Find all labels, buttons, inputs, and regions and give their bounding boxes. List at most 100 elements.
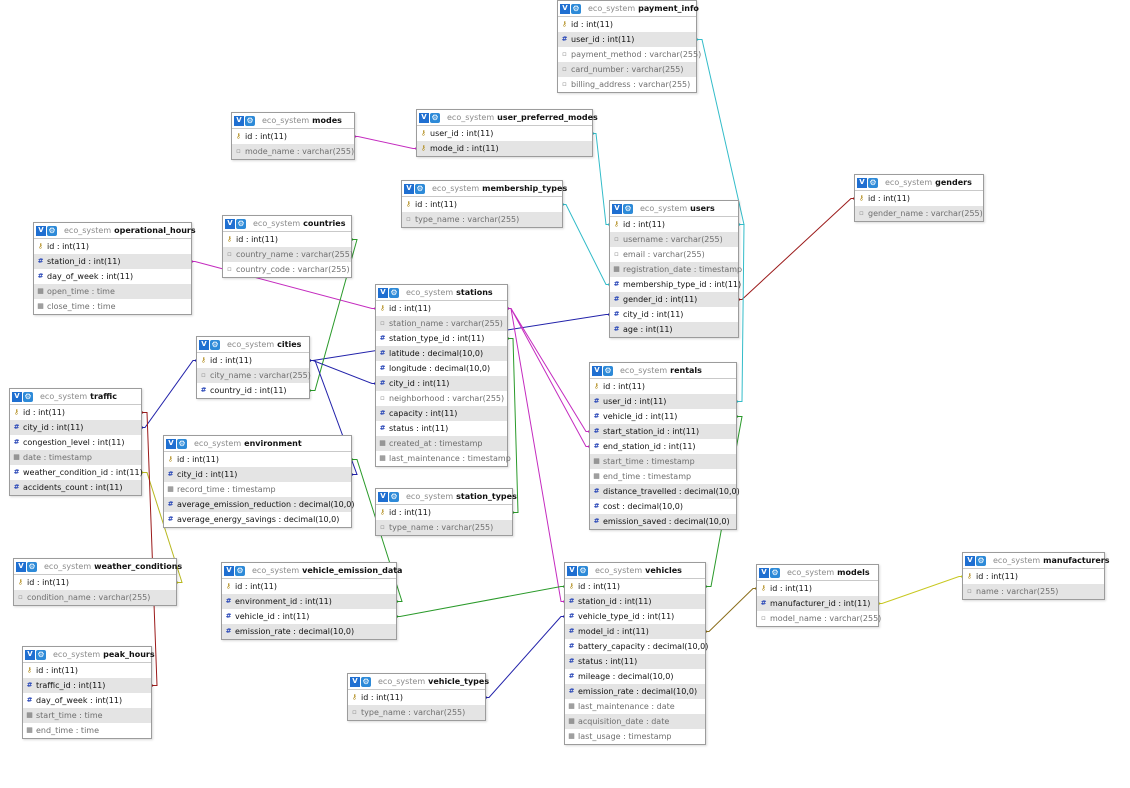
table-settings-icon[interactable]: ⚙ [770, 567, 780, 578]
column-row[interactable]: ⚷id : int(11) [197, 353, 309, 368]
column-row[interactable]: #station_id : int(11) [565, 594, 705, 609]
column-row[interactable]: #emission_saved : decimal(10,0) [590, 514, 736, 529]
table-menu-icon[interactable]: V [36, 225, 46, 236]
column-row[interactable]: ⚷id : int(11) [376, 505, 512, 520]
column-row[interactable]: ⚷id : int(11) [232, 129, 354, 144]
table-menu-icon[interactable]: V [234, 115, 244, 126]
column-row[interactable]: ▦end_time : timestamp [590, 469, 736, 484]
column-row[interactable]: ▫country_code : varchar(255) [223, 262, 351, 277]
table-settings-icon[interactable]: ⚙ [235, 565, 245, 576]
column-row[interactable]: ▫billing_address : varchar(255) [558, 77, 696, 92]
column-row[interactable]: #cost : decimal(10,0) [590, 499, 736, 514]
column-row[interactable]: #weather_condition_id : int(11) [10, 465, 143, 480]
column-row[interactable]: #gender_id : int(11) [610, 292, 738, 307]
table-settings-icon[interactable]: ⚙ [236, 218, 246, 229]
column-row[interactable]: #city_id : int(11) [376, 376, 507, 391]
column-row[interactable]: ⚷mode_id : int(11) [417, 141, 592, 156]
column-row[interactable]: ▦acquisition_date : date [565, 714, 705, 729]
column-row[interactable]: #city_id : int(11) [610, 307, 738, 322]
table-settings-icon[interactable]: ⚙ [23, 391, 33, 402]
column-row[interactable]: ▫card_number : varchar(255) [558, 62, 696, 77]
column-row[interactable]: #city_id : int(11) [10, 420, 141, 435]
column-row[interactable]: ▫type_name : varchar(255) [348, 705, 485, 720]
column-row[interactable]: #status : int(11) [376, 421, 507, 436]
table-settings-icon[interactable]: ⚙ [389, 491, 399, 502]
column-row[interactable]: #end_station_id : int(11) [590, 439, 736, 454]
table-settings-icon[interactable]: ⚙ [415, 183, 425, 194]
table-settings-icon[interactable]: ⚙ [623, 203, 633, 214]
column-row[interactable]: ⚷id : int(11) [222, 579, 396, 594]
column-row[interactable]: #user_id : int(11) [590, 394, 736, 409]
column-row[interactable]: ⚷id : int(11) [855, 191, 983, 206]
column-row[interactable]: ⚷id : int(11) [565, 579, 705, 594]
table-menu-icon[interactable]: V [378, 491, 388, 502]
column-row[interactable]: ▦last_maintenance : date [565, 699, 705, 714]
column-row[interactable]: #station_id : int(11) [34, 254, 191, 269]
column-row[interactable]: #average_emission_reduction : decimal(10… [164, 497, 355, 512]
column-row[interactable]: #emission_rate : decimal(10,0) [565, 684, 705, 699]
column-row[interactable]: ▫email : varchar(255) [610, 247, 738, 262]
column-row[interactable]: ⚷id : int(11) [223, 232, 351, 247]
column-row[interactable]: #day_of_week : int(11) [23, 693, 151, 708]
table-settings-icon[interactable]: ⚙ [210, 339, 220, 350]
table-settings-icon[interactable]: ⚙ [976, 555, 986, 566]
column-row[interactable]: ▦record_time : timestamp [164, 482, 351, 497]
table-settings-icon[interactable]: ⚙ [578, 565, 588, 576]
column-row[interactable]: #vehicle_id : int(11) [590, 409, 736, 424]
column-row[interactable]: #city_id : int(11) [164, 467, 351, 482]
column-row[interactable]: ▦registration_date : timestamp [610, 262, 742, 277]
column-row[interactable]: ⚷id : int(11) [348, 690, 485, 705]
column-row[interactable]: ▦close_time : time [34, 299, 191, 314]
column-row[interactable]: ▫condition_name : varchar(255) [14, 590, 176, 605]
column-row[interactable]: ▦open_time : time [34, 284, 191, 299]
table-menu-icon[interactable]: V [612, 203, 622, 214]
table-settings-icon[interactable]: ⚙ [177, 438, 187, 449]
table-settings-icon[interactable]: ⚙ [36, 649, 46, 660]
column-row[interactable]: ⚷id : int(11) [757, 581, 878, 596]
column-row[interactable]: ⚷id : int(11) [14, 575, 176, 590]
column-row[interactable]: #vehicle_id : int(11) [222, 609, 396, 624]
column-row[interactable]: ▫mode_name : varchar(255) [232, 144, 354, 159]
column-row[interactable]: #manufacturer_id : int(11) [757, 596, 878, 611]
table-menu-icon[interactable]: V [166, 438, 176, 449]
column-row[interactable]: #vehicle_type_id : int(11) [565, 609, 705, 624]
column-row[interactable]: #distance_travelled : decimal(10,0) [590, 484, 740, 499]
column-row[interactable]: ▦start_time : time [23, 708, 151, 723]
column-row[interactable]: #mileage : decimal(10,0) [565, 669, 705, 684]
table-settings-icon[interactable]: ⚙ [245, 115, 255, 126]
column-row[interactable]: ▫country_name : varchar(255) [223, 247, 353, 262]
column-row[interactable]: ⚷id : int(11) [402, 197, 562, 212]
column-row[interactable]: #average_energy_savings : decimal(10,0) [164, 512, 351, 527]
table-menu-icon[interactable]: V [759, 567, 769, 578]
table-menu-icon[interactable]: V [378, 287, 388, 298]
column-row[interactable]: ▫model_name : varchar(255) [757, 611, 881, 626]
column-row[interactable]: #longitude : decimal(10,0) [376, 361, 507, 376]
column-row[interactable]: ▫gender_name : varchar(255) [855, 206, 983, 221]
column-row[interactable]: ⚷id : int(11) [376, 301, 507, 316]
column-row[interactable]: ⚷id : int(11) [164, 452, 351, 467]
column-row[interactable]: #accidents_count : int(11) [10, 480, 141, 495]
